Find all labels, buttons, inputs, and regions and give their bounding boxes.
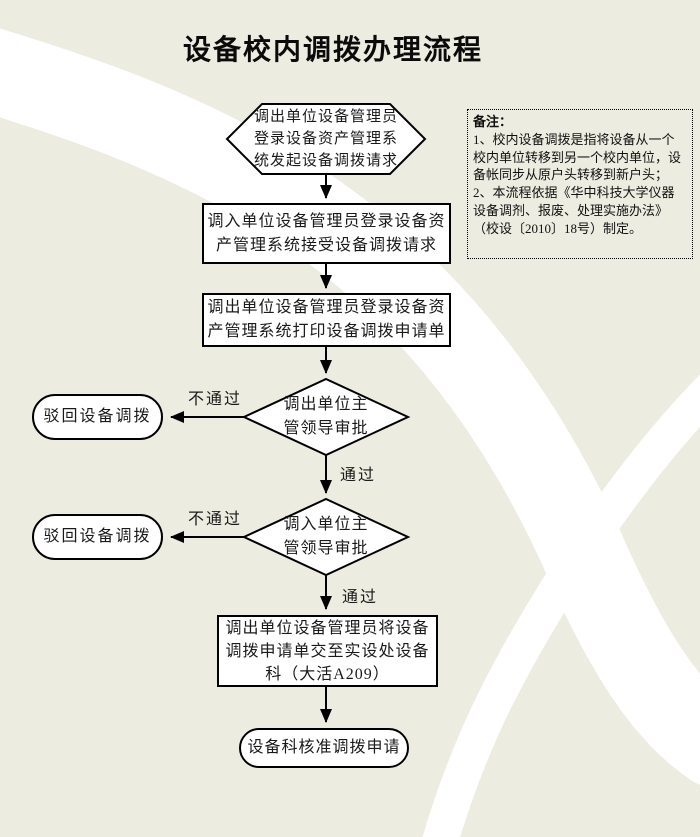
step-accept-request-box: 调入单位设备管理员登录设备资 产管理系统接受设备调拨请求 — [202, 203, 451, 264]
note-item-1: 1、校内设备调拨是指将设备从一个校内单位转移到另一个校内单位，设备帐同步从原户头… — [473, 131, 682, 183]
background-swoosh-ribbon-2 — [422, 374, 700, 837]
step-submit-form-box: 调出单位设备管理员将设备 调拨申请单交至实设处设备 科（大活A209） — [217, 615, 438, 687]
decision-out-diamond — [241, 377, 411, 457]
page-title: 设备校内调拨办理流程 — [182, 33, 483, 66]
decision-out-label: 调出单位主 管领导审批 — [283, 396, 369, 437]
start-node-label: 调出单位设备管理员 登录设备资产管理系 统发起设备调拨请求 — [253, 109, 398, 169]
reject-in-stadium: 驳回设备调拨 — [32, 514, 163, 560]
note-item-2: 2、本流程依据《华中科技大学仪器设备调剂、报废、处理实施办法》（校设〔2010〕… — [473, 185, 675, 236]
pass-label-decision-in: 通过 — [341, 589, 378, 606]
fail-label-decision-in: 不通过 — [187, 511, 242, 528]
step-print-form-box: 调出单位设备管理员登录设备资 产管理系统打印设备调拨申请单 — [202, 293, 451, 347]
decision-in-diamond — [241, 497, 411, 577]
fail-label-decision-out: 不通过 — [187, 391, 242, 408]
reject-out-stadium: 驳回设备调拨 — [32, 394, 163, 440]
start-hexagon — [225, 103, 427, 175]
notes-title: 备注： — [473, 114, 513, 129]
pass-label-decision-out: 通过 — [339, 467, 376, 484]
final-approval-stadium: 设备科核准调拨申请 — [239, 728, 409, 768]
notes-panel: 备注： 1、校内设备调拨是指将设备从一个校内单位转移到另一个校内单位，设备帐同步… — [467, 109, 693, 259]
background-swoosh-ribbon-1 — [0, 28, 700, 785]
decision-in-label: 调入单位主 管领导审批 — [283, 516, 369, 557]
